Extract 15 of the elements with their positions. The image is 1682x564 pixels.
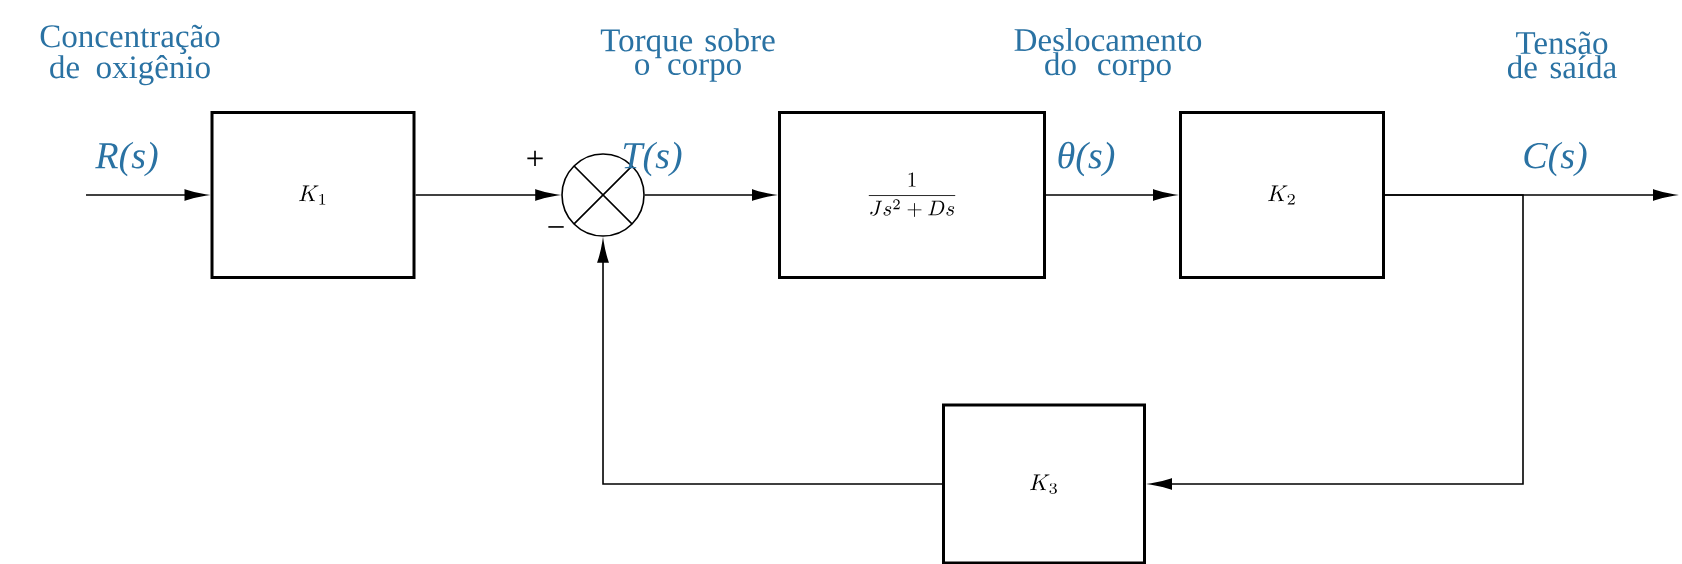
signal-label: θ(s)	[1058, 141, 1115, 177]
sign-label: −	[548, 226, 564, 228]
block-box: $\frac{1}{Js^{2}+Ds}$	[778, 111, 1046, 279]
signal-description: Concentração de oxigênio	[40, 24, 220, 86]
signal-label: C(s)	[1524, 141, 1587, 177]
signal-label: R(s)	[95, 141, 158, 177]
block-box: $K_3$	[942, 403, 1146, 564]
block-box: $K_2$	[1179, 111, 1385, 279]
signal-description: Deslocamento do corpo	[1014, 27, 1202, 83]
signal-description: Torque sobre o corpo	[600, 28, 775, 82]
arrow	[85, 189, 207, 201]
sign-label: +	[527, 150, 543, 167]
signal-label: T(s)	[623, 141, 682, 177]
signal-description: Tensão de saída	[1507, 31, 1617, 79]
block-box: $K_1$	[210, 111, 416, 279]
